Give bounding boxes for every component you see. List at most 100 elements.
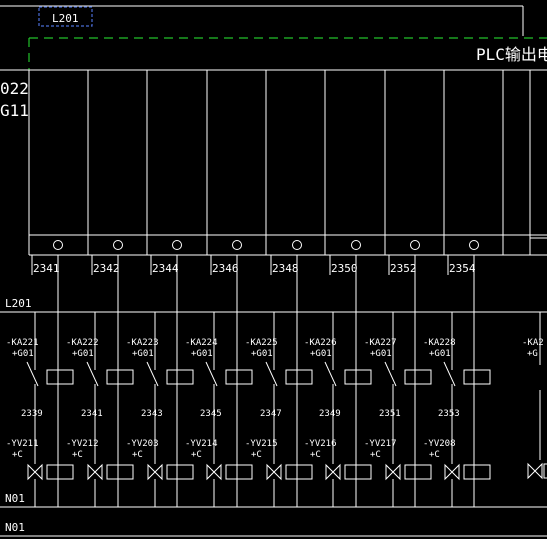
relay-g-label: +G01 [191, 349, 213, 359]
terminal-number: 2346 [212, 262, 239, 275]
wire-number: 2343 [141, 409, 163, 419]
wire-number: 2339 [21, 409, 43, 419]
valve-symbol-icon[interactable] [206, 463, 222, 481]
relay-ka-label: -KA227 [364, 338, 397, 348]
relay-coil-box[interactable] [404, 369, 432, 385]
valve-symbol-icon[interactable] [444, 463, 460, 481]
valve-yv-label: -YV215 [245, 439, 278, 449]
relay-ka-label: -KA223 [126, 338, 159, 348]
relay-coil-box[interactable] [344, 369, 372, 385]
valve-c-label: +C [310, 450, 321, 460]
n01-label-2: N01 [5, 521, 25, 534]
valve-symbol-icon[interactable] [325, 463, 341, 481]
relay-contact [205, 361, 218, 387]
wire-number: 2349 [319, 409, 341, 419]
wire-number: 2347 [260, 409, 282, 419]
relay-circuit[interactable]: -KA227+G01 2351 -YV217+C [364, 312, 432, 507]
terminal-number: 2342 [93, 262, 120, 275]
bus-top-label: L201 [5, 297, 32, 310]
relay-contact [86, 361, 99, 387]
relay-g-label: +G01 [251, 349, 273, 359]
valve-coil-box[interactable] [285, 464, 313, 480]
relay-coil-box[interactable] [463, 369, 491, 385]
relay-contact [26, 361, 39, 387]
plc-title: PLC输出电源 [476, 45, 547, 64]
relay-contact [384, 361, 397, 387]
terminal-number: 2341 [33, 262, 60, 275]
terminal-number: 2344 [152, 262, 179, 275]
relay-contact [265, 361, 278, 387]
valve-symbol-icon[interactable] [147, 463, 163, 481]
plc-terminal[interactable]: 2344 [150, 240, 182, 508]
valve-coil-box[interactable] [225, 464, 253, 480]
valve-yv-label: -YV217 [364, 439, 397, 449]
relay-coil-box[interactable] [166, 369, 194, 385]
relay-g-label: +G01 [72, 349, 94, 359]
valve-coil-box[interactable] [404, 464, 432, 480]
valve-coil-box[interactable] [106, 464, 134, 480]
relay-circuit[interactable]: -KA223+G01 2343 -YV203+C [126, 312, 194, 507]
partial-relay-ka: -KA2 [522, 338, 544, 348]
valve-c-label: +C [251, 450, 262, 460]
relay-ka-label: -KA226 [304, 338, 337, 348]
valve-coil-box[interactable] [344, 464, 372, 480]
partial-relay[interactable]: -KA2 +G [522, 312, 547, 480]
relay-ka-label: -KA221 [6, 338, 39, 348]
relay-circuits[interactable]: -KA221+G012339-YV211+C-KA222+G012341-YV2… [6, 312, 491, 507]
relay-ka-label: -KA222 [66, 338, 99, 348]
relay-contact [443, 361, 456, 387]
relay-contact [324, 361, 337, 387]
valve-symbol-icon[interactable] [27, 463, 43, 481]
valve-c-label: +C [72, 450, 83, 460]
relay-circuit[interactable]: -KA224+G01 2345 -YV214+C [185, 312, 253, 507]
valve-c-label: +C [132, 450, 143, 460]
plc-module-dividers [87, 70, 445, 255]
relay-ka-label: -KA228 [423, 338, 456, 348]
valve-yv-label: -YV211 [6, 439, 39, 449]
left-code-2: G11 [0, 101, 29, 120]
valve-coil-box[interactable] [463, 464, 491, 480]
valve-coil-box[interactable] [46, 464, 74, 480]
selected-label-box[interactable] [38, 6, 93, 27]
n01-label-1: N01 [5, 492, 25, 505]
relay-g-label: +G01 [429, 349, 451, 359]
terminal-number: 2348 [272, 262, 299, 275]
valve-yv-label: -YV203 [126, 439, 159, 449]
relay-coil-box[interactable] [225, 369, 253, 385]
valve-symbol-icon[interactable] [385, 463, 401, 481]
plc-terminal[interactable]: 2352 [388, 240, 420, 508]
relay-coil-box[interactable] [106, 369, 134, 385]
valve-coil-box[interactable] [166, 464, 194, 480]
relay-coil-box[interactable] [285, 369, 313, 385]
relay-g-label: +G01 [370, 349, 392, 359]
relay-contact [146, 361, 159, 387]
relay-g-label: +G01 [310, 349, 332, 359]
valve-c-label: +C [370, 450, 381, 460]
dashed-boundary [28, 37, 547, 70]
valve-c-label: +C [191, 450, 202, 460]
relay-coil-box[interactable] [46, 369, 74, 385]
valve-yv-label: -YV216 [304, 439, 337, 449]
terminal-number: 2354 [449, 262, 476, 275]
wire-number: 2345 [200, 409, 222, 419]
top-wire[interactable] [0, 5, 524, 36]
plc-terminal[interactable]: 2354 [447, 240, 479, 508]
valve-c-label: +C [12, 450, 23, 460]
relay-g-label: +G01 [132, 349, 154, 359]
relay-ka-label: -KA224 [185, 338, 218, 348]
valve-symbol-icon[interactable] [266, 463, 282, 481]
top-label[interactable]: L201 [52, 12, 79, 25]
valve-symbol-icon[interactable] [87, 463, 103, 481]
plc-module[interactable] [0, 69, 547, 256]
valve-yv-label: -YV214 [185, 439, 218, 449]
valve-yv-label: -YV208 [423, 439, 456, 449]
partial-relay-g: +G [527, 349, 538, 359]
relay-circuit[interactable]: -KA226+G01 2349 -YV216+C [304, 312, 372, 507]
wire-number: 2351 [379, 409, 401, 419]
